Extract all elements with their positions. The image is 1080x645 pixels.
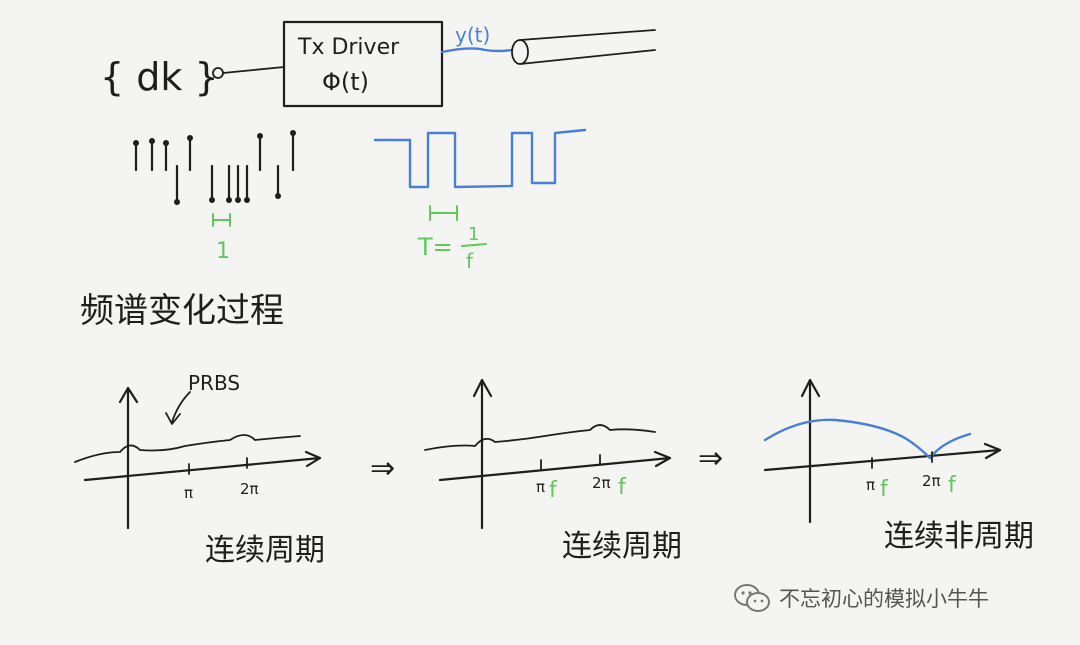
- wechat-icon: [734, 584, 770, 612]
- impulse-tip: [149, 138, 155, 144]
- spectrum-plot-1: π 2π PRBS 连续周期: [74, 371, 325, 568]
- input-label: { dk }: [100, 55, 219, 99]
- transmission-line: [511, 29, 656, 65]
- f-mark-3a: f: [880, 477, 889, 502]
- impulse-tip: [174, 199, 180, 205]
- impulse-train: [133, 130, 296, 205]
- period-eq-label: T=: [417, 233, 453, 261]
- impulse-tip: [187, 135, 193, 141]
- tx-driver-block: Tx Driver Φ(t): [282, 20, 444, 108]
- tx-driver-box: [282, 20, 444, 108]
- f-mark-2b: f: [618, 475, 627, 500]
- tick-2pi-3: 2π: [922, 472, 941, 490]
- caption-2: 连续周期: [562, 529, 682, 564]
- tx-transfer-label: Φ(t): [322, 68, 369, 96]
- caption-1: 连续周期: [205, 533, 325, 568]
- continuous-spectrum: [763, 418, 972, 460]
- watermark-text: 不忘初心的模拟小牛牛: [779, 587, 989, 611]
- impulse-tip: [244, 197, 250, 203]
- impulse-tip: [163, 140, 169, 146]
- spectrum-plot-3: π f 2π f 连续非周期: [763, 378, 1034, 554]
- tick-2pi-2: 2π: [592, 474, 611, 492]
- caption-3: 连续非周期: [884, 519, 1034, 554]
- impulse-tip: [226, 197, 232, 203]
- f-mark-2a: f: [549, 478, 558, 503]
- impulse-tip: [235, 197, 241, 203]
- impulse-tip: [257, 133, 263, 139]
- tick-pi-1: π: [184, 484, 193, 502]
- nrz-waveform: [373, 128, 587, 189]
- f-mark-3b: f: [948, 473, 957, 498]
- arrow-1: ⇒: [370, 451, 395, 486]
- prbs-label: PRBS: [188, 371, 240, 395]
- period-den: f: [466, 249, 474, 273]
- period-num: 1: [468, 224, 479, 245]
- symbol-period-marker: T= 1 f: [417, 205, 487, 273]
- bit-period-label: 1: [216, 239, 230, 264]
- tx-driver-label: Tx Driver: [297, 35, 400, 60]
- section-title: 频谱变化过程: [80, 291, 284, 331]
- output-wire: [440, 47, 514, 54]
- tick-pi-2: π: [536, 478, 545, 496]
- input-wire: [222, 66, 285, 74]
- prbs-spectrum-2: [424, 424, 656, 451]
- tick-2pi-1: 2π: [240, 480, 259, 498]
- prbs-spectrum-1: [74, 434, 301, 463]
- impulse-tip: [275, 193, 281, 199]
- impulse-tip: [209, 197, 215, 203]
- arrow-2: ⇒: [698, 441, 723, 476]
- impulse-tip: [290, 130, 296, 136]
- tick-pi-3: π: [866, 476, 875, 494]
- watermark: 不忘初心的模拟小牛牛: [733, 580, 989, 616]
- impulse-tip: [133, 140, 139, 146]
- spectrum-plot-2: π f 2π f 连续周期: [424, 378, 682, 564]
- output-label: y(t): [455, 23, 490, 47]
- input-symbols: { dk }: [100, 55, 219, 99]
- bit-period-marker: 1: [212, 213, 231, 264]
